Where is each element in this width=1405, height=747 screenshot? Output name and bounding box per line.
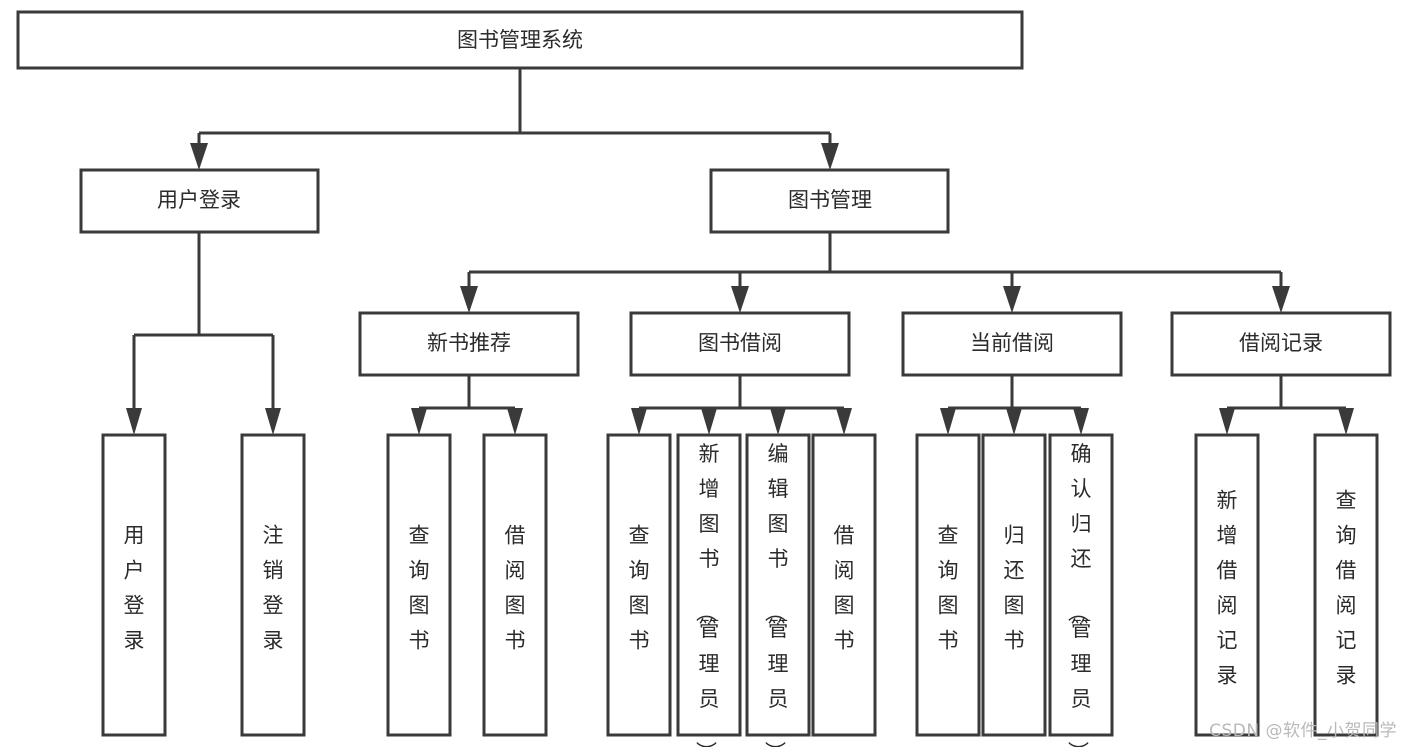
node-book-manage-label: 图书管理 <box>788 188 872 212</box>
node-leaf-query-book-3-label: 查询图书 <box>938 523 959 652</box>
node-new-book-recommend-label: 新书推荐 <box>427 331 511 355</box>
arrow-head-borrow-record <box>1272 286 1290 313</box>
node-user-login[interactable]: 用户登录 <box>79 168 320 234</box>
arrow-head-leaf-return-book <box>1006 408 1022 435</box>
node-leaf-confirm-return-admin-box[interactable] <box>1048 433 1114 737</box>
node-leaf-query-book-1-label: 查询图书 <box>409 523 430 652</box>
arrow-head-user-login <box>190 143 208 170</box>
node-book-borrow-box[interactable] <box>629 311 851 377</box>
node-leaf-confirm-return-admin-label: 确认归还（管理员） <box>1066 442 1092 747</box>
node-user-login-label: 用户登录 <box>157 188 241 212</box>
node-leaf-query-book-2[interactable]: 查询图书 <box>606 433 672 737</box>
arrow-head-leaf-query-book-1 <box>411 408 427 435</box>
node-leaf-add-borrow-record[interactable]: 新增借阅记录 <box>1194 433 1260 737</box>
arrow-head-book-borrow <box>731 286 749 313</box>
node-leaf-query-borrow-record-label: 查询借阅记录 <box>1336 488 1357 687</box>
node-current-borrow-box[interactable] <box>901 311 1123 377</box>
node-current-borrow[interactable]: 当前借阅 <box>901 311 1123 377</box>
node-leaf-return-book-label: 归还图书 <box>1004 523 1025 652</box>
node-leaf-query-borrow-record[interactable]: 查询借阅记录 <box>1313 433 1379 737</box>
arrow-head-current-borrow <box>1003 286 1021 313</box>
node-leaf-user-login-label: 用户登录 <box>124 523 145 652</box>
arrow-head-leaf-query-book-3 <box>940 408 956 435</box>
node-root-box[interactable] <box>16 10 1024 70</box>
node-new-book-recommend[interactable]: 新书推荐 <box>358 311 580 377</box>
node-leaf-edit-book-admin-label: 编辑图书（管理员） <box>763 442 789 747</box>
node-borrow-record-label: 借阅记录 <box>1239 331 1323 355</box>
node-leaf-logout-login[interactable]: 注销登录 <box>240 433 306 737</box>
arrow-head-leaf-borrow-book-2 <box>836 408 852 435</box>
node-leaf-add-book-admin[interactable]: 新增图书（管理员） <box>676 433 742 747</box>
node-leaf-borrow-book-2-box[interactable] <box>811 433 877 737</box>
arrow-head-leaf-add-borrow-record <box>1219 408 1235 435</box>
node-leaf-return-book-box[interactable] <box>981 433 1047 737</box>
node-leaf-borrow-book-1-label: 借阅图书 <box>505 523 526 652</box>
arrow-head-leaf-confirm-return-admin <box>1073 408 1089 435</box>
node-borrow-record-box[interactable] <box>1170 311 1392 377</box>
node-leaf-query-borrow-record-box[interactable] <box>1313 433 1379 737</box>
node-leaf-borrow-book-2-label: 借阅图书 <box>834 523 855 652</box>
connector-layer <box>126 68 1354 435</box>
node-leaf-borrow-book-1[interactable]: 借阅图书 <box>482 433 548 737</box>
node-leaf-logout-login-label: 注销登录 <box>263 523 284 652</box>
node-leaf-query-book-2-box[interactable] <box>606 433 672 737</box>
node-leaf-query-book-1[interactable]: 查询图书 <box>386 433 452 737</box>
arrow-head-leaf-edit-book-admin <box>770 408 786 435</box>
node-leaf-add-book-admin-label: 新增图书（管理员） <box>694 442 720 747</box>
node-leaf-logout-login-box[interactable] <box>240 433 306 737</box>
node-leaf-confirm-return-admin[interactable]: 确认归还（管理员） <box>1048 433 1114 747</box>
node-leaf-borrow-book-2[interactable]: 借阅图书 <box>811 433 877 737</box>
node-root-label: 图书管理系统 <box>457 28 583 52</box>
node-book-borrow[interactable]: 图书借阅 <box>629 311 851 377</box>
arrow-head-leaf-query-borrow-record <box>1338 408 1354 435</box>
node-book-borrow-label: 图书借阅 <box>698 331 782 355</box>
arrow-head-book-manage <box>821 143 839 170</box>
node-borrow-record[interactable]: 借阅记录 <box>1170 311 1392 377</box>
node-leaf-query-book-2-label: 查询图书 <box>629 523 650 652</box>
node-book-manage[interactable]: 图书管理 <box>709 168 950 234</box>
node-leaf-edit-book-admin-box[interactable] <box>745 433 811 737</box>
node-user-login-box[interactable] <box>79 168 320 234</box>
node-leaf-edit-book-admin[interactable]: 编辑图书（管理员） <box>745 433 811 747</box>
node-leaf-query-book-3-box[interactable] <box>915 433 981 737</box>
arrow-head-leaf-add-book-admin <box>701 408 717 435</box>
node-leaf-query-book-3[interactable]: 查询图书 <box>915 433 981 737</box>
node-leaf-borrow-book-1-box[interactable] <box>482 433 548 737</box>
node-layer: 图书管理系统 用户登录 图书管理 新书推荐 图书借阅 当前借阅 借阅记录 <box>16 10 1392 747</box>
node-leaf-add-book-admin-box[interactable] <box>676 433 742 737</box>
node-new-book-recommend-box[interactable] <box>358 311 580 377</box>
node-leaf-add-borrow-record-box[interactable] <box>1194 433 1260 737</box>
node-book-manage-box[interactable] <box>709 168 950 234</box>
arrow-head-leaf-query-book-2 <box>631 408 647 435</box>
node-current-borrow-label: 当前借阅 <box>970 331 1054 355</box>
arrow-head-leaf-user-login <box>126 408 142 435</box>
node-leaf-user-login[interactable]: 用户登录 <box>101 433 167 737</box>
node-leaf-add-borrow-record-label: 新增借阅记录 <box>1217 488 1238 687</box>
node-leaf-query-book-1-box[interactable] <box>386 433 452 737</box>
arrow-head-leaf-borrow-book-1 <box>507 408 523 435</box>
arrow-head-leaf-logout-login <box>265 408 281 435</box>
node-leaf-return-book[interactable]: 归还图书 <box>981 433 1047 737</box>
arrow-head-new-book-recommend <box>460 286 478 313</box>
node-leaf-user-login-box[interactable] <box>101 433 167 737</box>
node-root[interactable]: 图书管理系统 <box>16 10 1024 70</box>
